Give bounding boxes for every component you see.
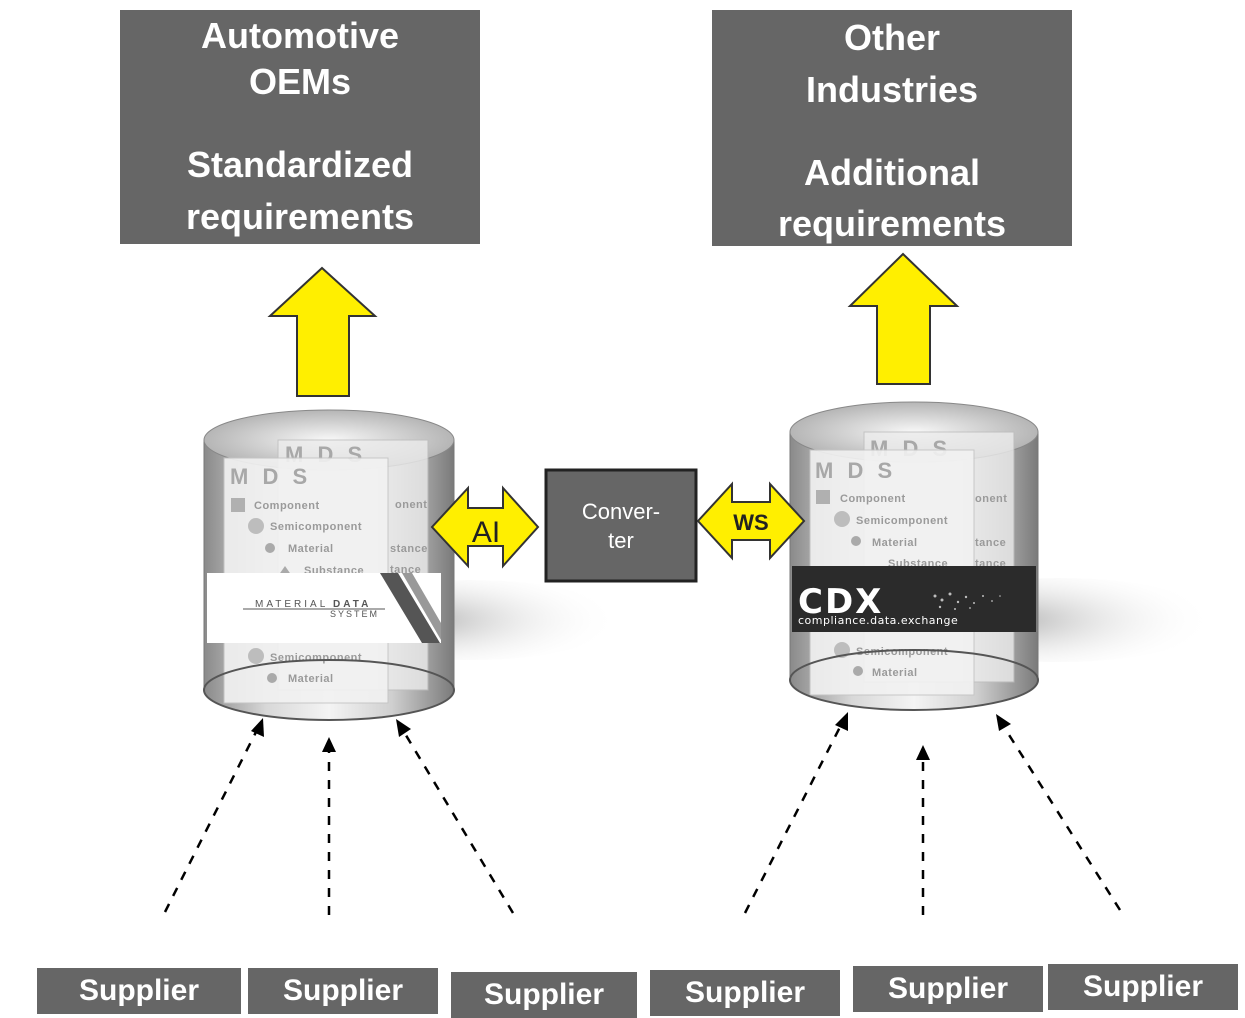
component-right: Component	[840, 493, 906, 505]
supplier-arrow-4	[743, 726, 842, 914]
oem-requirements-box: Automotive OEMs Standardized requirement…	[120, 10, 480, 244]
ws-double-arrow: WS	[696, 481, 806, 561]
supplier-arrow-1	[163, 731, 258, 913]
logo-data: DATA	[333, 599, 371, 610]
component-left: Component	[254, 500, 320, 512]
supplier-box-6: Supplier	[1048, 964, 1238, 1010]
material-data-system-logo: MATERIAL DATA SYSTEM	[207, 573, 441, 643]
ai-label: AI	[472, 516, 500, 549]
logo-material: MATERIAL	[255, 599, 328, 610]
partial-label-2-right: tance	[975, 537, 1006, 549]
converter-line2: ter	[608, 528, 634, 553]
semicomponent-left: Semicomponent	[270, 521, 362, 533]
converter-line1: Conver-	[582, 499, 660, 524]
oem-box-line2: OEMs	[249, 61, 351, 102]
material-left: Material	[288, 543, 334, 555]
cdx-logo-subtitle: compliance.data.exchange	[798, 614, 958, 627]
mds-label-front-right: M D S	[815, 458, 896, 483]
supplier-box-5: Supplier	[853, 966, 1043, 1012]
up-arrow-right	[847, 252, 960, 385]
ws-label: WS	[733, 510, 768, 535]
partial-label-2-left: stance	[390, 543, 428, 555]
arrowhead-1	[251, 718, 264, 737]
other-box-line4: requirements	[778, 203, 1006, 244]
cdx-logo: CDX compliance.data.exchange	[792, 566, 1036, 632]
material2-right: Material	[872, 667, 918, 679]
arrowhead-3	[396, 719, 411, 737]
logo-system: SYSTEM	[330, 609, 379, 619]
other-box-line1: Other	[844, 17, 940, 58]
oem-box-line3: Standardized	[187, 144, 413, 185]
supplier-box-2: Supplier	[248, 968, 438, 1014]
ai-double-arrow: AI	[430, 485, 540, 569]
mds-database-left: M D S onent stance tance M D S Component…	[203, 409, 455, 721]
material-right: Material	[872, 537, 918, 549]
mds-label-front-left: M D S	[230, 464, 311, 489]
semicomponent-right: Semicomponent	[856, 515, 948, 527]
arrowhead-2	[322, 737, 336, 752]
oem-box-line4: requirements	[186, 196, 414, 237]
converter-box: Conver- ter	[544, 468, 698, 583]
up-arrow-left	[267, 266, 378, 397]
arrowhead-6	[996, 714, 1011, 731]
arrowhead-4	[835, 712, 848, 731]
supplier-box-4: Supplier	[650, 970, 840, 1016]
cdx-logo-text: CDX	[798, 582, 883, 622]
semicomponent2-right: Semicomponent	[856, 646, 948, 658]
supplier-arrow-6	[1002, 726, 1122, 911]
supplier-arrow-3	[402, 731, 515, 914]
other-box-line3: Additional	[804, 152, 980, 193]
supplier-box-1: Supplier	[37, 968, 241, 1014]
supplier-box-3: Supplier	[451, 972, 637, 1018]
cdx-dots	[933, 592, 1001, 610]
partial-label-1-right: onent	[975, 493, 1007, 505]
oem-box-line1: Automotive	[201, 15, 399, 56]
material2-left: Material	[288, 673, 334, 685]
other-box-line2: Industries	[806, 69, 978, 110]
other-industries-box: Other Industries Additional requirements	[712, 10, 1072, 246]
partial-label-1-left: onent	[395, 499, 427, 511]
mds-database-right: M D S onent tance tance M D S Component …	[789, 401, 1039, 711]
arrowhead-5	[916, 745, 930, 760]
